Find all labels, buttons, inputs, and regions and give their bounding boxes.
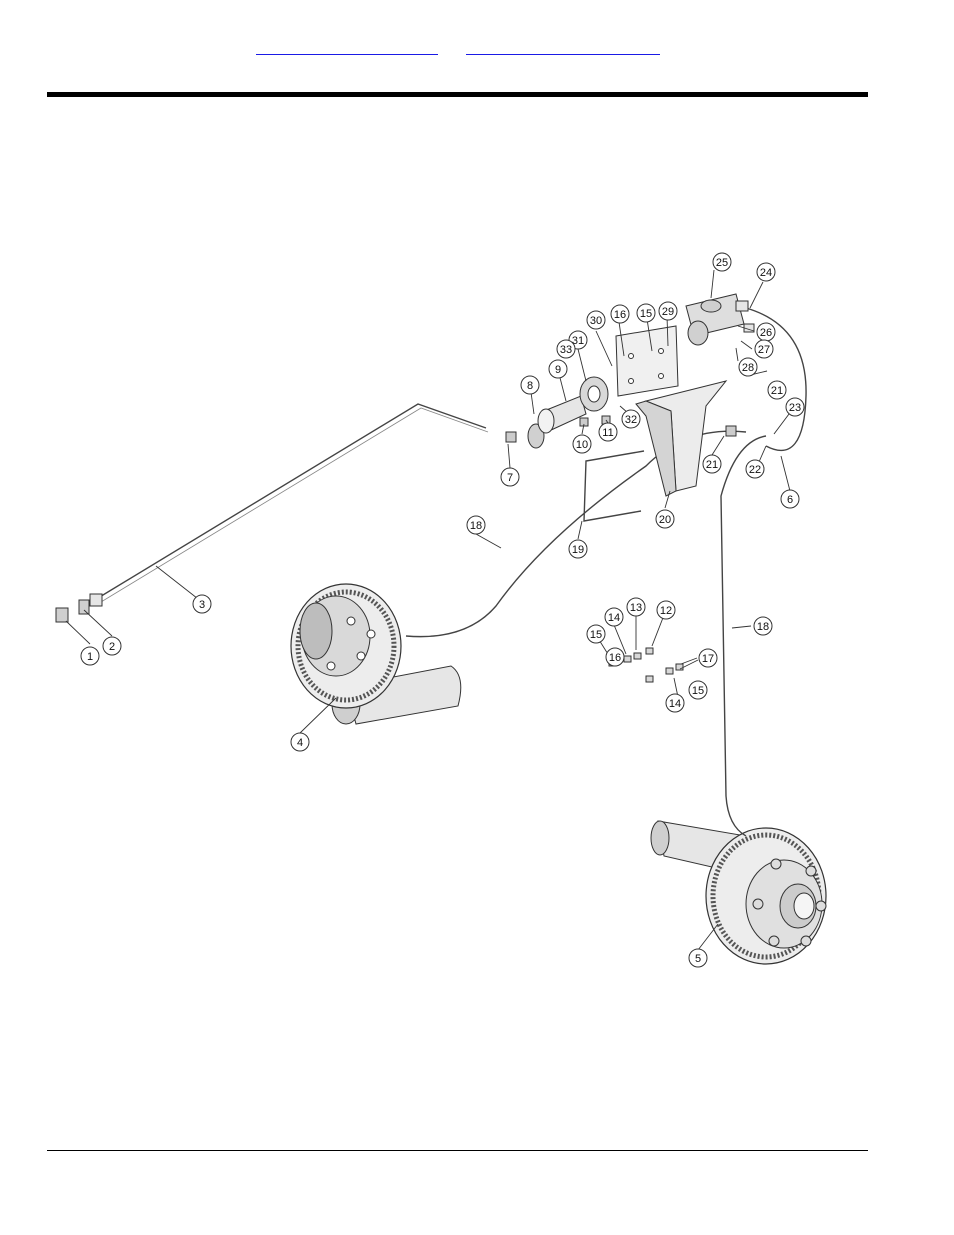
callout-12: 12 <box>660 605 672 617</box>
callout-21-lower: 21 <box>706 459 718 471</box>
callout-18-left: 18 <box>470 520 482 532</box>
callout-3: 3 <box>199 599 205 611</box>
callout-13: 13 <box>630 602 642 614</box>
callout-20: 20 <box>659 514 671 526</box>
callout-22: 22 <box>749 464 761 476</box>
callout-32: 32 <box>625 414 637 426</box>
callout-25: 25 <box>716 257 728 269</box>
callout-30: 30 <box>590 315 602 327</box>
header-links <box>0 38 954 58</box>
callout-33: 33 <box>560 344 572 356</box>
callout-16-top: 16 <box>614 309 626 321</box>
callout-24: 24 <box>760 267 772 279</box>
callout-4: 4 <box>297 737 303 749</box>
callout-19: 19 <box>572 544 584 556</box>
callout-15-lower: 15 <box>692 685 704 697</box>
callout-6: 6 <box>787 494 793 506</box>
callout-28: 28 <box>742 362 754 374</box>
header-link-1[interactable] <box>256 38 438 55</box>
callout-15-top: 15 <box>640 308 652 320</box>
header-link-2[interactable] <box>466 38 660 55</box>
callout-7: 7 <box>507 472 513 484</box>
callout-18-right: 18 <box>757 621 769 633</box>
callout-10: 10 <box>576 439 588 451</box>
callout-29: 29 <box>662 306 674 318</box>
callout-27: 27 <box>758 344 770 356</box>
parts-diagram: 1 2 3 4 5 6 7 8 9 10 11 12 13 14 15 16 1… <box>46 236 828 978</box>
top-rule <box>47 92 868 97</box>
callout-11: 11 <box>602 427 613 439</box>
bottom-rule <box>47 1150 868 1151</box>
callout-8: 8 <box>527 380 533 392</box>
callout-21-upper: 21 <box>771 385 783 397</box>
callout-15: 15 <box>590 629 602 641</box>
callout-5: 5 <box>695 953 701 965</box>
parts-diagram-svg: 1 2 3 4 5 6 7 8 9 10 11 12 13 14 15 16 1… <box>46 236 828 978</box>
callout-14: 14 <box>608 612 620 624</box>
callout-23: 23 <box>789 402 801 414</box>
callout-2: 2 <box>109 641 115 653</box>
callout-1: 1 <box>87 651 93 663</box>
callout-17: 17 <box>702 653 714 665</box>
callout-9: 9 <box>555 364 561 376</box>
callout-26: 26 <box>760 327 772 339</box>
callout-14-lower: 14 <box>669 698 681 710</box>
callout-16: 16 <box>609 652 621 664</box>
